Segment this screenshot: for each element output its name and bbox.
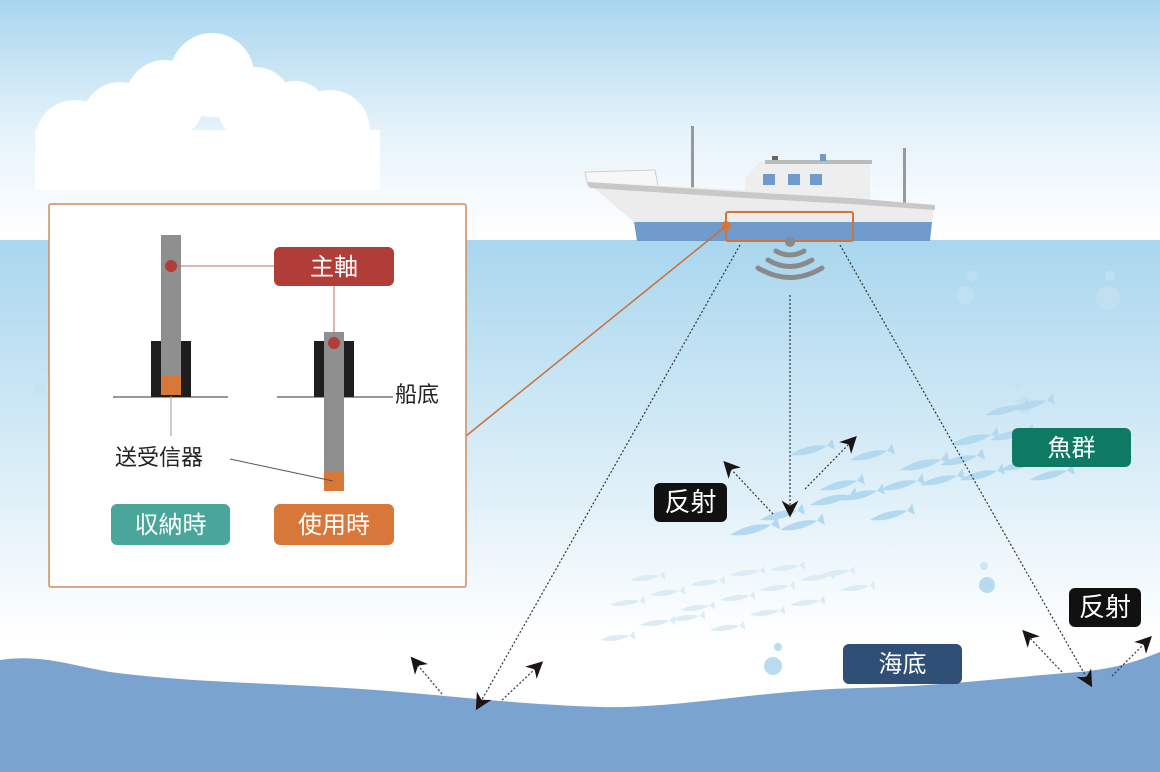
seabed-label: 海底 bbox=[843, 644, 962, 684]
fish-icon bbox=[900, 451, 951, 471]
callout-line bbox=[465, 225, 727, 437]
fish-icon bbox=[790, 595, 826, 606]
fish-icon bbox=[820, 473, 866, 491]
mast-rear bbox=[903, 148, 906, 208]
reflection-label-seabed: 反射 bbox=[1069, 588, 1141, 627]
fish-icon bbox=[870, 503, 916, 521]
fish-icon bbox=[840, 483, 886, 501]
fish-icon bbox=[790, 438, 836, 456]
mast-front bbox=[691, 126, 694, 188]
fish-icon bbox=[820, 565, 856, 576]
reflection-label-fish: 反射 bbox=[654, 483, 727, 522]
beam-right bbox=[839, 244, 1093, 688]
hull-bottom-label: 船底 bbox=[395, 383, 440, 408]
fish-icon bbox=[850, 443, 896, 461]
stowed-label: 収納時 bbox=[111, 504, 230, 545]
fish-icon bbox=[730, 565, 766, 576]
fish-icon bbox=[840, 580, 876, 591]
sonar-wave-icon bbox=[755, 248, 825, 280]
fish-school-lower bbox=[600, 560, 876, 641]
in-use-transducer bbox=[229, 286, 393, 491]
fish-icon bbox=[780, 513, 826, 531]
fish-icon bbox=[670, 610, 706, 621]
transducer-label: 送受信器 bbox=[115, 446, 204, 471]
stowed-transducer bbox=[113, 235, 276, 436]
main-shaft-label: 主軸 bbox=[274, 247, 394, 286]
fish-icon bbox=[680, 600, 716, 611]
fish-icon bbox=[710, 620, 746, 631]
fish-icon bbox=[650, 585, 686, 596]
fish-icon bbox=[950, 426, 1001, 446]
fish-icon bbox=[770, 560, 806, 571]
fish-icon bbox=[610, 595, 646, 606]
fish-icon bbox=[810, 487, 859, 506]
fish-icon bbox=[940, 448, 986, 466]
main-shaft-in-use bbox=[324, 332, 344, 472]
main-shaft-stowed bbox=[161, 235, 181, 376]
fish-icon bbox=[920, 468, 966, 486]
fish-icon bbox=[640, 615, 676, 626]
transducer-dot bbox=[785, 237, 795, 247]
fish-icon bbox=[690, 575, 726, 586]
fish-icon bbox=[750, 605, 786, 616]
sonar-beams bbox=[475, 244, 1093, 711]
fish-icon bbox=[760, 580, 796, 591]
fish-icon bbox=[985, 398, 1031, 416]
fish-icon bbox=[1030, 463, 1076, 481]
fish-icon bbox=[630, 570, 666, 581]
transducer-stowed bbox=[161, 375, 181, 395]
transducer-in-use bbox=[324, 471, 344, 491]
cloud bbox=[35, 33, 380, 190]
fish-icon bbox=[720, 590, 756, 601]
fish-icon bbox=[1010, 393, 1056, 411]
inset-panel bbox=[48, 203, 467, 588]
fish-icon bbox=[600, 630, 636, 641]
fish-icon bbox=[880, 473, 926, 491]
fish-icon bbox=[730, 516, 781, 536]
in-use-label: 使用時 bbox=[274, 504, 394, 545]
reflection-arrows bbox=[410, 435, 1152, 701]
fish-school-label: 魚群 bbox=[1012, 428, 1131, 467]
seabed bbox=[0, 652, 1160, 772]
fish-icon bbox=[800, 570, 836, 581]
